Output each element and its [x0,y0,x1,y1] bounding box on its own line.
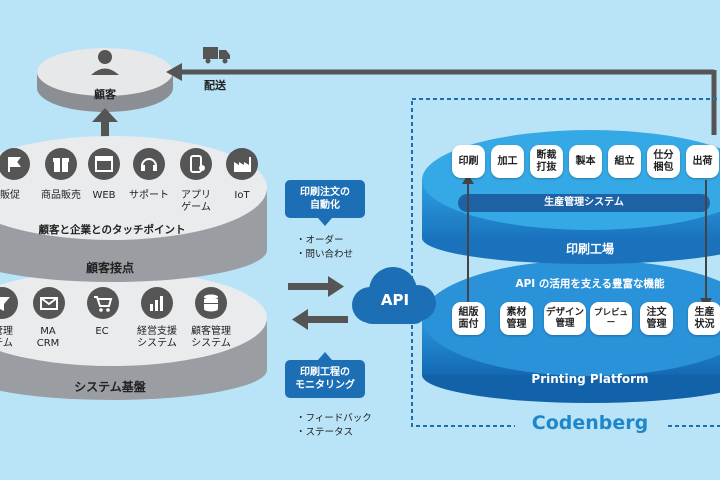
user-icon [91,50,119,75]
factory-title: 印刷工場 [565,242,614,256]
system-item-3: 経営支援 システム [137,326,177,349]
process-finishing: 加工 [491,145,524,178]
app-icon [180,148,212,180]
touchpoint-item-4: アプリ ゲーム [181,190,211,213]
delivery-line [166,63,717,135]
process-print: 印刷 [452,145,485,178]
function-order: 注文 管理 [640,302,673,335]
callout-monitor-item-1: ・ステータス [296,427,354,438]
function-material: 素材 管理 [500,302,533,335]
headset-icon [133,148,165,180]
truck-icon [203,47,230,64]
process-shipping: 出荷 [686,145,719,178]
touchpoint-item-3: サポート [129,190,169,201]
process-cutting: 断裁 打抜 [530,145,563,178]
process-assembly: 組立 [608,145,641,178]
database-icon [195,287,227,319]
function-typesetting: 組版 面付 [452,302,485,335]
touchpoint-item-2: WEB [92,190,116,201]
cart-icon [87,287,119,319]
touchpoint-item-1: 商品販売 [41,190,81,201]
system-base-disk [0,270,267,400]
web-icon [88,148,120,180]
production-system-label: 生産管理システム [544,197,624,208]
api-cloud [352,267,436,324]
delivery-label: 配送 [204,79,226,92]
system-item-2: EC [95,326,109,337]
brand-logo: Codenberg [515,412,665,435]
factory-icon [226,148,258,180]
callout-monitor-item-0: ・フィードバック [296,413,372,424]
customer-label: 顧客 [94,88,116,101]
platform-subtitle: API の活用を支える豊富な機能 [515,278,665,290]
touchpoint-item-0: 販促 [0,190,20,201]
process-packing: 仕分 梱包 [647,145,680,178]
filter-icon [0,287,18,319]
gift-icon [45,148,77,180]
function-preview: プレビュー [590,302,632,335]
touchpoint-layer-label: 顧客接点 [85,261,134,275]
promotion-icon [0,148,30,180]
callout-order-item-1: ・問い合わせ [296,249,354,260]
production-system-bar [458,194,710,212]
api-arrows [288,276,348,330]
callout-monitor-title: 印刷工程の モニタリング [285,352,365,398]
process-binding: 製本 [569,145,602,178]
touchpoint-title: 顧客と企業とのタッチポイント [38,224,186,236]
function-production-status: 生産 状況 [688,302,720,335]
platform-title: Printing Platform [531,372,649,386]
mail-icon [33,287,65,319]
system-item-0: 管理 テム [0,326,13,349]
up-arrow [92,108,118,140]
callout-order-item-0: ・オーダー [296,235,344,246]
system-layer-label: システム基盤 [74,380,146,394]
function-design: デザイン 管理 [544,302,586,335]
system-item-4: 顧客管理 システム [191,326,231,349]
api-label: API [380,291,410,309]
touchpoint-item-5: IoT [234,190,250,201]
bar-chart-icon [141,287,173,319]
system-item-1: MA CRM [36,326,60,349]
callout-order-title: 印刷注文の 自動化 [285,180,365,226]
